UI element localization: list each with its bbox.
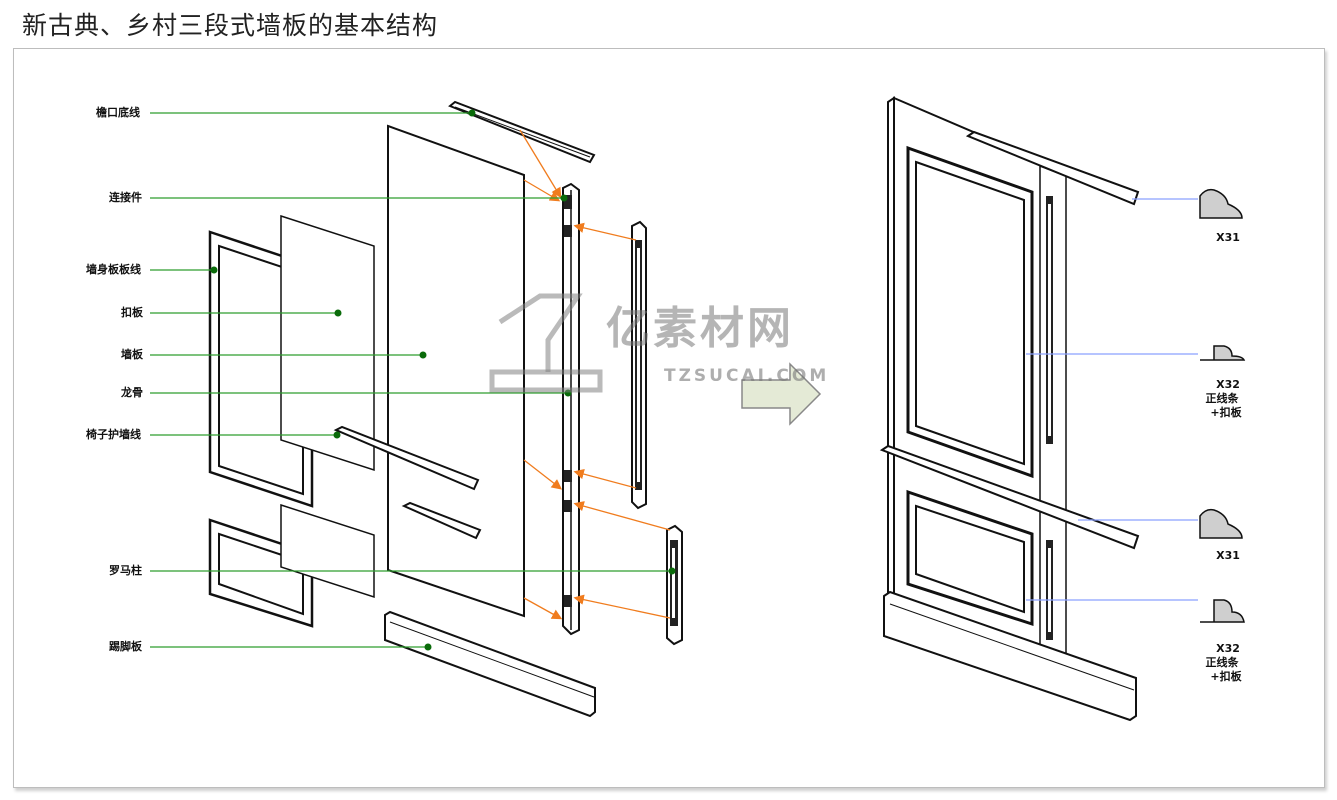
upper-clip-board-part: [280, 214, 375, 472]
profile-line-4a: 正线条: [1205, 656, 1239, 669]
label-keel: 龙骨: [121, 386, 143, 399]
profile-shapes: [1199, 188, 1246, 623]
profile-code-4: X32: [1216, 642, 1240, 655]
watermark-logo: [489, 293, 603, 393]
profile-line-2b: +扣板: [1210, 406, 1242, 419]
watermark-cn: 亿素材网: [606, 303, 794, 354]
label-clip-board: 扣板: [121, 306, 143, 319]
page-title: 新古典、乡村三段式墙板的基本结构: [22, 11, 439, 40]
watermark-en: TZSUCAI.COM: [664, 366, 830, 386]
chair-rail-part: [333, 425, 480, 491]
assembled-panel: [879, 96, 1140, 722]
small-rail-part: [401, 501, 482, 540]
skirting-part: [384, 610, 596, 718]
leader-dots: [210, 109, 676, 651]
lower-clip-board-part: [280, 503, 375, 599]
profile-code-2: X32: [1216, 378, 1240, 391]
label-wall-board: 墙板: [121, 348, 143, 361]
label-frame-line: 墙身板板线: [86, 263, 141, 276]
profile-code-3: X31: [1216, 549, 1240, 562]
label-skirting: 踢脚板: [109, 640, 142, 653]
label-roman-column: 罗马柱: [109, 564, 142, 577]
profile-leaders: [1026, 198, 1198, 601]
label-cornice: 檐口底线: [96, 106, 140, 119]
leader-lines: [150, 112, 672, 648]
profile-line-2a: 正线条: [1205, 392, 1239, 405]
label-chair-rail: 椅子护墙线: [86, 428, 141, 441]
wall-board-part: [387, 124, 525, 618]
connector-arrows: [519, 129, 671, 620]
label-connector: 连接件: [109, 191, 142, 204]
transition-arrow: [741, 362, 822, 426]
profile-line-4b: +扣板: [1210, 670, 1242, 683]
profile-code-1: X31: [1216, 231, 1240, 244]
